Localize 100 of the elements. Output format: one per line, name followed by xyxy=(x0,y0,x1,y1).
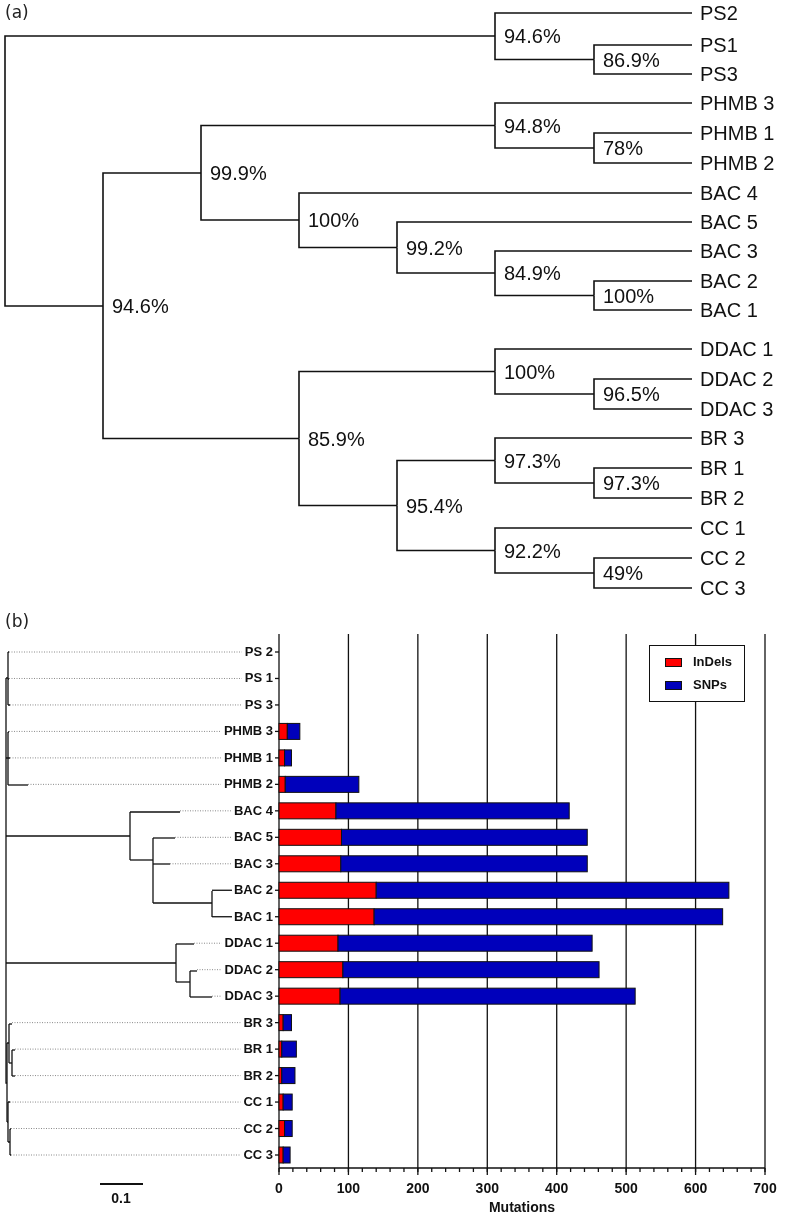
taxon-label: BAC 5 xyxy=(692,211,758,233)
taxon-label: CC 2 xyxy=(692,547,746,569)
tree-branch xyxy=(593,393,693,410)
bootstrap-value: 99.9% xyxy=(201,162,267,184)
category-label: BAC 4 xyxy=(234,802,273,819)
category-label: BAC 2 xyxy=(234,882,273,899)
taxon-label: CC 1 xyxy=(692,517,746,539)
tree-branch xyxy=(298,219,398,249)
bootstrap-value: 97.3% xyxy=(495,449,561,472)
tree-branch xyxy=(593,557,693,574)
tree-branch xyxy=(494,12,693,37)
bootstrap-value: 94.6% xyxy=(103,295,169,317)
tree-branch xyxy=(494,549,595,574)
tick-label: 700 xyxy=(753,1180,777,1196)
bootstrap-value: 99.2% xyxy=(397,236,463,259)
taxon-label: DDAC 3 xyxy=(692,398,774,420)
tick-label: 600 xyxy=(683,1180,708,1196)
tree-branch xyxy=(494,124,595,149)
tree-branch xyxy=(593,44,693,61)
axis-title: Mutations xyxy=(488,1199,556,1215)
tree-branch xyxy=(494,35,595,61)
taxon-label: BAC 2 xyxy=(692,270,758,292)
category-label: PHMB 2 xyxy=(223,776,273,793)
category-label: BR 1 xyxy=(243,1041,273,1058)
taxon-label: PHMB 2 xyxy=(692,152,775,174)
bootstrap-value: 92.2% xyxy=(495,539,561,562)
taxon-label: BAC 1 xyxy=(692,299,758,321)
category-label: BAC 5 xyxy=(234,829,273,846)
bootstrap-value: 100% xyxy=(299,209,360,231)
tree-branch xyxy=(494,250,693,274)
tree-branch xyxy=(593,378,693,395)
taxon-label: PS1 xyxy=(692,34,738,56)
tree-branch xyxy=(494,272,595,297)
tree-branch xyxy=(494,348,693,373)
taxon-label: DDAC 2 xyxy=(692,368,774,390)
tree-branch xyxy=(200,124,496,174)
tree-branch xyxy=(494,459,595,484)
category-label: BR 2 xyxy=(243,1067,273,1084)
category-label: DDAC 1 xyxy=(224,935,273,952)
tree-branch xyxy=(494,102,693,127)
tree-branch xyxy=(396,459,496,507)
legend-label: SNPs xyxy=(693,677,727,693)
tick-label: 200 xyxy=(406,1180,430,1196)
bootstrap-value: 94.8% xyxy=(495,114,561,137)
tree-branch xyxy=(102,305,300,440)
taxon-label: BAC 4 xyxy=(692,182,758,204)
tree-branch xyxy=(298,370,496,440)
bootstrap-value: 49% xyxy=(594,562,644,584)
bootstrap-value: 95.4% xyxy=(397,494,463,517)
tree-branch xyxy=(593,482,693,499)
category-label: BAC 3 xyxy=(234,855,273,872)
bootstrap-value: 97.3% xyxy=(594,472,660,494)
tree-branch xyxy=(593,58,693,75)
taxon-label: BAC 3 xyxy=(692,240,758,262)
tree-branch xyxy=(396,246,496,274)
taxon-label: BR 3 xyxy=(692,427,745,449)
panel-label: (b) xyxy=(5,611,30,631)
tick-label: 400 xyxy=(545,1180,569,1196)
tree-branch xyxy=(593,572,693,589)
tree-branch xyxy=(494,370,595,395)
category-label: CC 1 xyxy=(243,1094,273,1111)
category-label: CC 3 xyxy=(243,1147,273,1163)
category-label: DDAC 3 xyxy=(224,988,273,1005)
bootstrap-value: 84.9% xyxy=(495,262,561,284)
scale-label: 0.1 xyxy=(111,1190,131,1206)
taxon-label: PHMB 1 xyxy=(692,122,775,144)
category-label: CC 2 xyxy=(243,1120,273,1137)
tick-label: 300 xyxy=(475,1180,499,1196)
tree-branch xyxy=(298,192,693,221)
tree-branch xyxy=(494,527,693,552)
tick-label: 0 xyxy=(275,1180,283,1196)
tree-branch xyxy=(4,170,104,307)
tree-branch xyxy=(593,294,693,311)
bootstrap-value: 86.9% xyxy=(594,48,660,71)
taxon-label: PS2 xyxy=(692,2,738,24)
tree-branch xyxy=(4,35,496,172)
tick-label: 100 xyxy=(336,1180,361,1196)
category-label: PHMB 1 xyxy=(223,749,273,766)
tree-branch xyxy=(494,437,693,462)
tree-branch xyxy=(298,437,398,507)
category-label: BR 3 xyxy=(243,1014,273,1031)
bootstrap-value: 78% xyxy=(594,137,644,159)
tree-branch xyxy=(593,147,693,164)
bootstrap-value: 100% xyxy=(594,284,655,307)
panel-label: (a) xyxy=(5,2,29,22)
bootstrap-value: 100% xyxy=(495,360,556,383)
taxon-label: BR 1 xyxy=(692,457,745,479)
taxon-label: BR 2 xyxy=(692,487,745,509)
category-label: DDAC 2 xyxy=(224,961,273,978)
category-label: PS 2 xyxy=(244,644,273,660)
taxon-label: CC 3 xyxy=(692,577,746,599)
tick-label: 500 xyxy=(614,1180,638,1196)
tree-branch xyxy=(593,132,693,149)
taxon-label: DDAC 1 xyxy=(692,338,774,360)
bootstrap-value: 85.9% xyxy=(299,427,365,450)
tree-branch xyxy=(396,504,496,552)
tree-branch xyxy=(593,280,693,297)
taxon-label: PHMB 3 xyxy=(692,92,775,114)
legend-label: InDels xyxy=(693,654,732,670)
tree-branch xyxy=(593,467,693,484)
